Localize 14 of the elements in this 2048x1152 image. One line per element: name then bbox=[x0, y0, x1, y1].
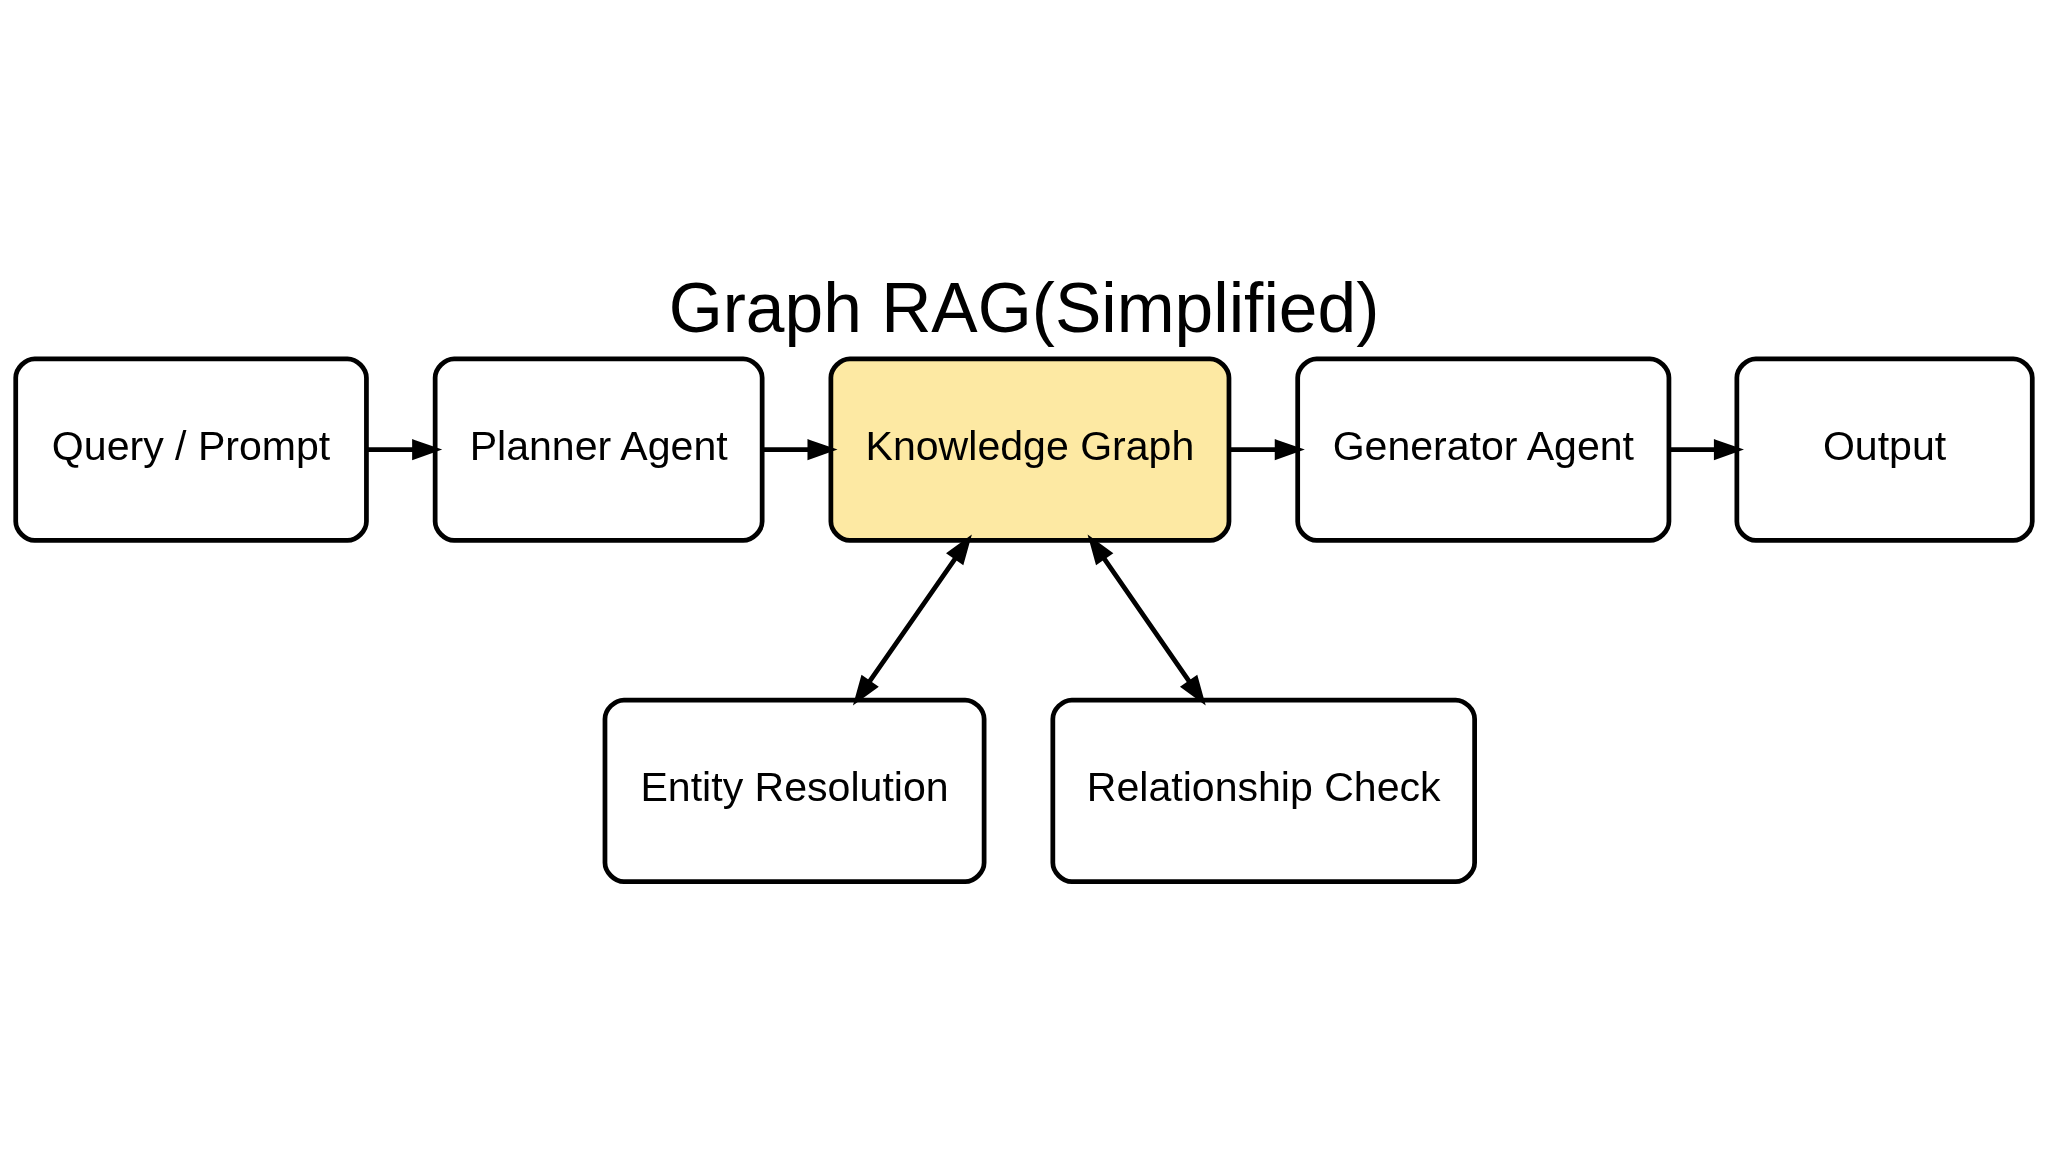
arrow bbox=[1669, 439, 1744, 461]
node-box: Planner Agent bbox=[432, 356, 765, 543]
arrow bbox=[1229, 439, 1305, 461]
node-box: Query / Prompt bbox=[13, 356, 369, 543]
node-box: Generator Agent bbox=[1295, 356, 1672, 543]
arrow bbox=[852, 534, 972, 706]
node-box: Relationship Check bbox=[1050, 697, 1477, 885]
node-box: Knowledge Graph bbox=[828, 356, 1232, 543]
arrow bbox=[1087, 534, 1206, 706]
node-box: Output bbox=[1734, 356, 2035, 543]
arrow bbox=[762, 439, 838, 461]
node-box: Entity Resolution bbox=[602, 697, 987, 885]
arrow bbox=[366, 439, 443, 461]
diagram-title: Graph RAG(Simplified) bbox=[668, 269, 1380, 348]
